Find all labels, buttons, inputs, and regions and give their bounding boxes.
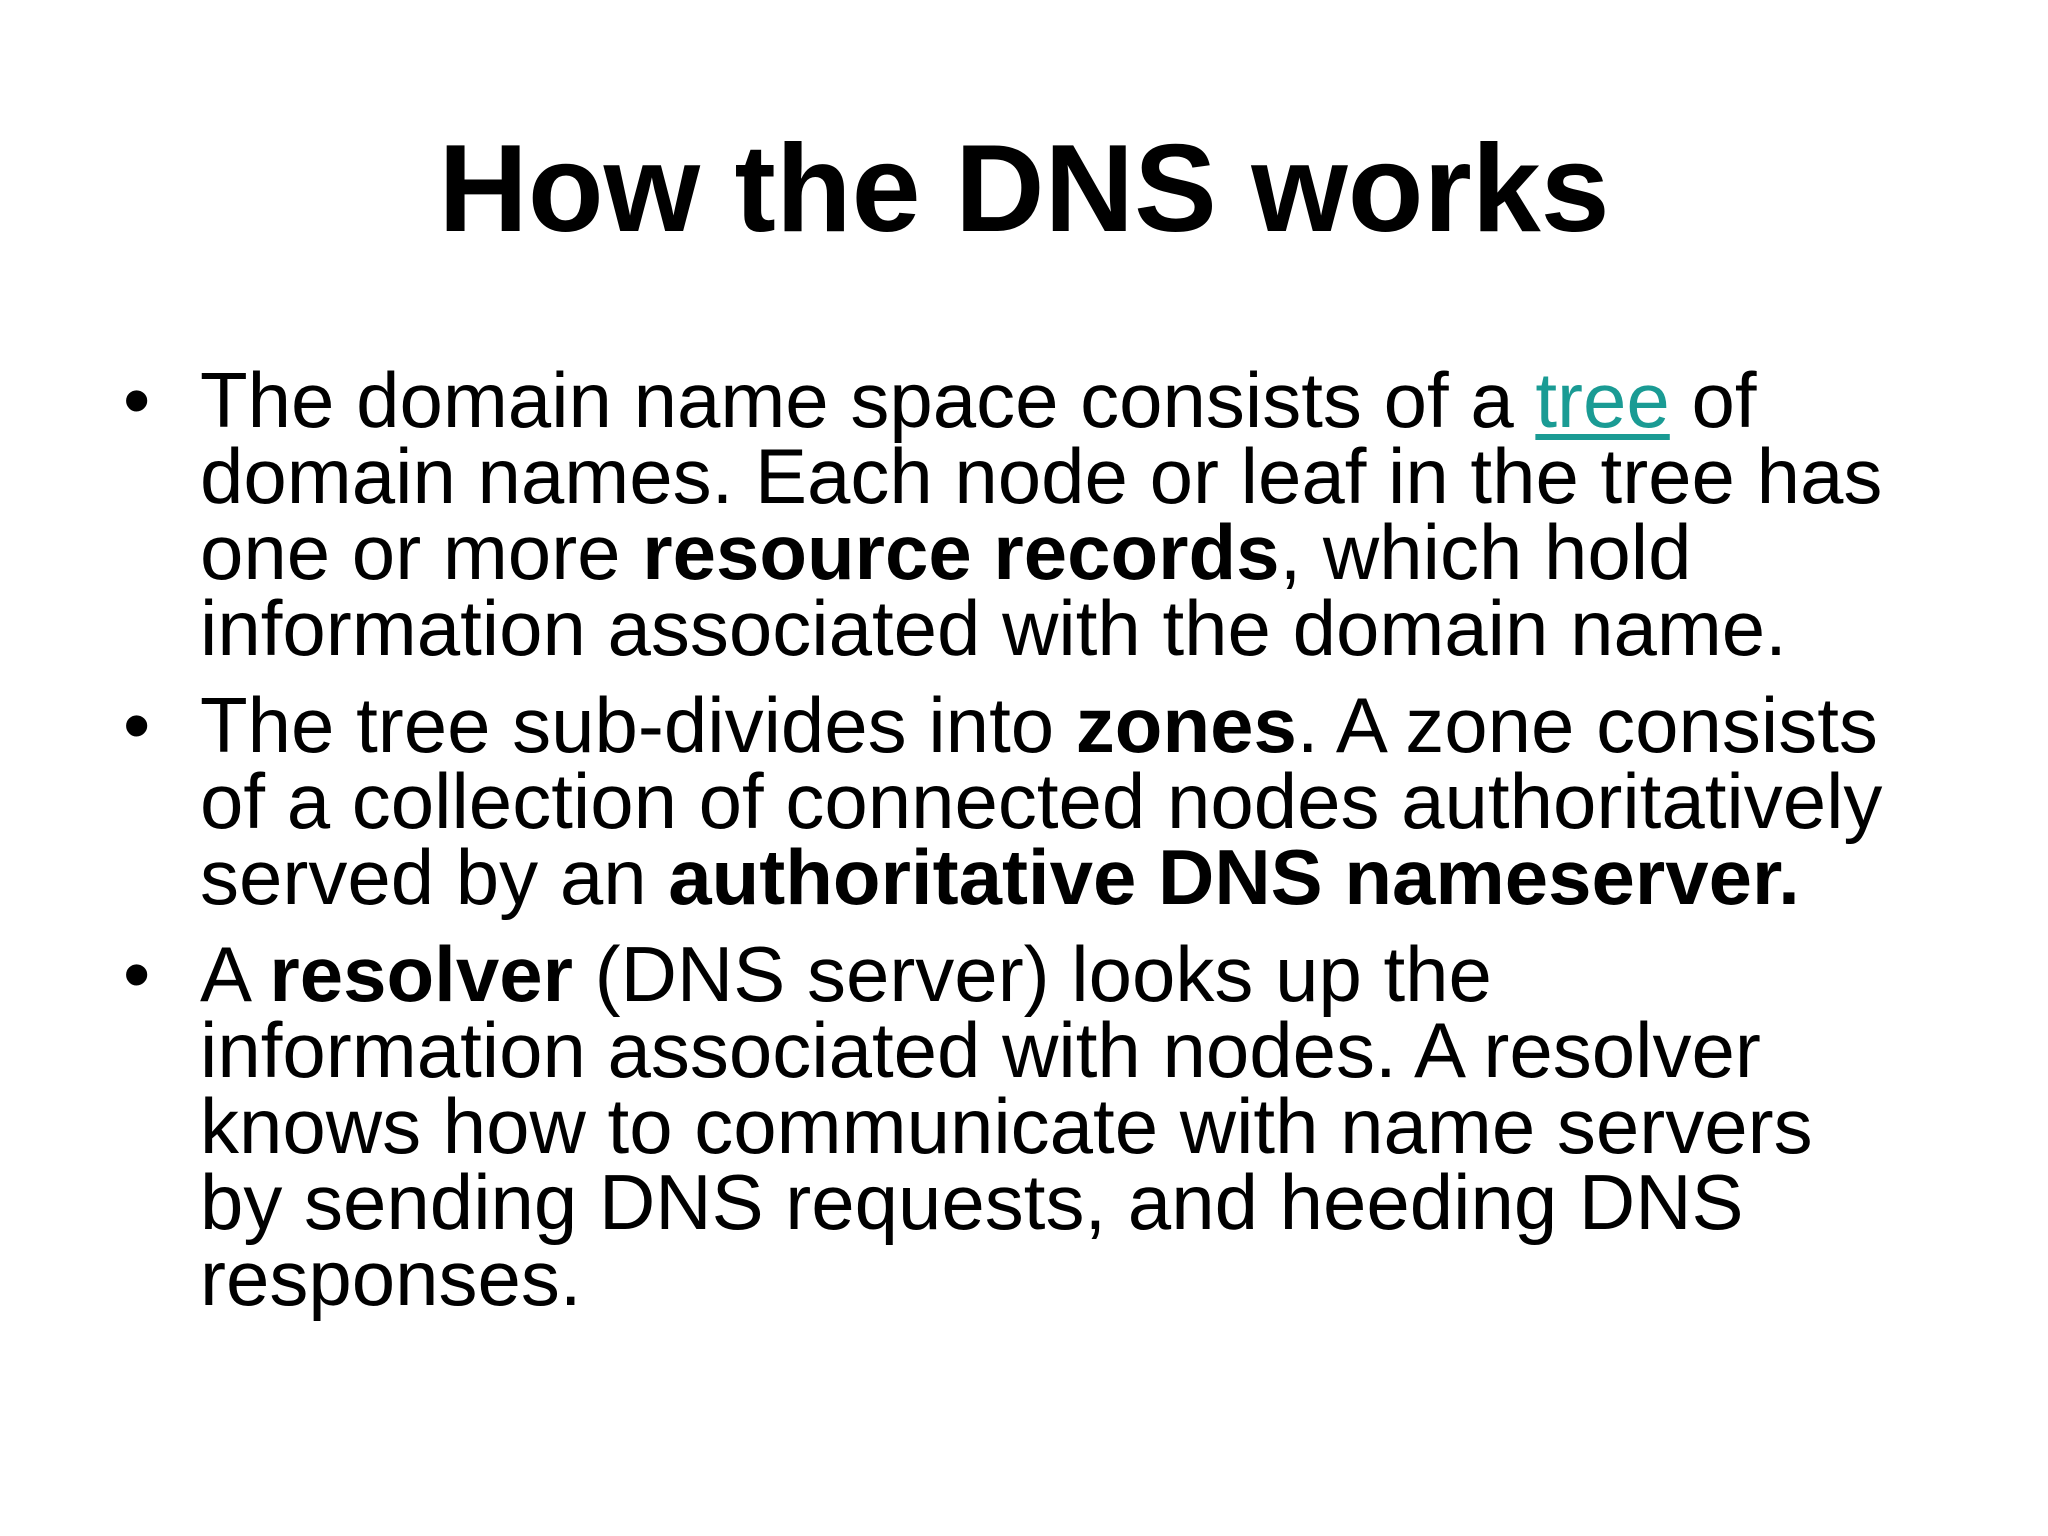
bullet-icon: • bbox=[123, 680, 151, 769]
text-segment: The tree sub-divides into bbox=[200, 680, 1076, 769]
text-segment: , which hold information associated with… bbox=[200, 507, 1787, 672]
bold-term: zones bbox=[1075, 680, 1297, 769]
text-segment: A bbox=[200, 929, 270, 1018]
bold-term: authoritative DNS nameserver. bbox=[668, 832, 1800, 921]
bullet-item: • The domain name space consists of a tre… bbox=[123, 355, 1930, 667]
bullet-icon: • bbox=[123, 355, 151, 444]
text-segment: of domain names. Each node or leaf in th… bbox=[200, 355, 1883, 596]
bold-term: resolver bbox=[269, 929, 573, 1018]
bullet-icon: • bbox=[123, 929, 151, 1018]
bullet-list: • The domain name space consists of a tre… bbox=[0, 355, 2048, 1317]
bold-term: resource records bbox=[642, 507, 1280, 596]
bullet-item: •The tree sub-divides into zones. A zone… bbox=[123, 680, 1930, 916]
bullet-item: •A resolver (DNS server) looks up the in… bbox=[123, 929, 1930, 1317]
tree-link[interactable]: tree bbox=[1535, 355, 1670, 444]
text-segment: . A zone consists of a collection of con… bbox=[200, 680, 1883, 921]
text-segment: (DNS server) looks up the information as… bbox=[200, 929, 1813, 1322]
slide-title: How the DNS works bbox=[438, 120, 1610, 258]
text-segment: The domain name space consists of a bbox=[200, 355, 1536, 444]
